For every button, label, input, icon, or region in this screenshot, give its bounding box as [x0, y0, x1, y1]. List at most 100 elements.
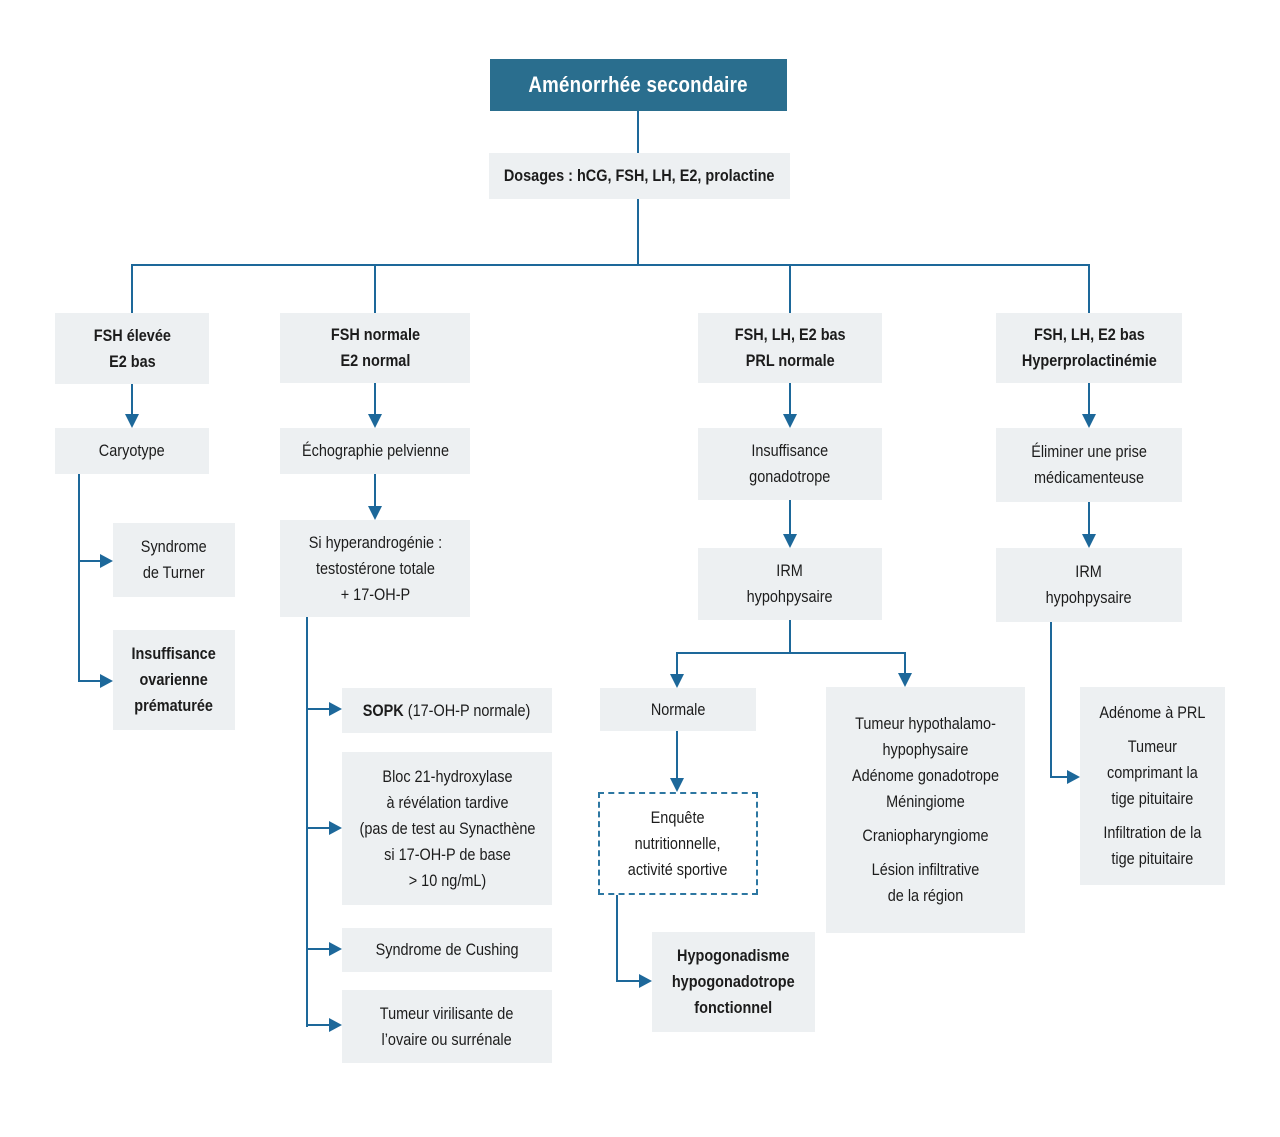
irm-col4-text: IRM hypohpysaire	[1046, 559, 1132, 611]
connector-irm4-adenome-bar	[1051, 776, 1068, 778]
text-line: ovarienne	[139, 670, 209, 689]
node-echographie: Échographie pelvienne	[280, 428, 470, 474]
text-line: hypohpysaire	[1046, 588, 1132, 607]
text-line: tige pituitaire	[1111, 849, 1194, 868]
node-fsh-elevee: FSH élevée E2 bas	[55, 313, 209, 384]
text-line: prématurée	[134, 696, 214, 715]
connector-irm3-split-stem	[789, 620, 791, 654]
irm-col3-text: IRM hypohpysaire	[747, 558, 833, 610]
text-line: Adénome gonadotrope	[851, 766, 1000, 785]
arrow-tumeur-virilisante-stem	[307, 1024, 330, 1026]
text-line: comprimant la	[1107, 763, 1198, 782]
fsh-normale-text: FSH normale E2 normal	[330, 322, 419, 374]
connector-irm3-split-bar	[676, 652, 906, 654]
arrow-normale-stem	[676, 652, 678, 674]
text-line: IRM	[1075, 562, 1103, 581]
arrow-hypogonadisme-head	[639, 974, 652, 988]
text-line: Insuffisance	[751, 441, 829, 460]
text-line: IRM	[776, 561, 804, 580]
text-line: testostérone totale	[315, 558, 435, 578]
text-line: si 17-OH-P de base	[383, 844, 511, 864]
node-normale: Normale	[600, 688, 756, 731]
arrow-eliminer-irm-head	[1082, 534, 1096, 548]
connector-bus	[131, 264, 1090, 266]
node-syndrome-turner: Syndrome de Turner	[113, 523, 235, 597]
sopk-text: SOPK (17-OH-P normale)	[363, 698, 531, 724]
arrow-cushing-head	[329, 942, 342, 956]
text-line: Hypogonadisme	[677, 946, 790, 965]
connector-drop-col4	[1088, 264, 1090, 313]
arrow-echo-hyperandro-stem	[374, 474, 376, 506]
arrow-col2-echo-head	[368, 414, 382, 428]
sopk-rest: (17-OH-P normale)	[404, 700, 531, 720]
fsh-elevee-text: FSH élevée E2 bas	[93, 323, 170, 375]
adenome-item: Tumeur comprimant la tige pituitaire	[1099, 734, 1205, 812]
tumeurs-item: Craniopharyngiome	[852, 823, 999, 849]
node-insuffisance-ovarienne: Insuffisance ovarienne prématurée	[113, 630, 235, 730]
arrow-iop-stem	[79, 680, 101, 682]
text-line: Si hyperandrogénie :	[308, 532, 442, 552]
text-line: tige pituitaire	[1111, 789, 1194, 808]
node-irm-col3: IRM hypohpysaire	[698, 548, 882, 620]
text-line: Insuffisance	[131, 644, 217, 663]
tumeurs-item: Lésion infiltrative de la région	[852, 857, 999, 909]
arrow-adenome-head	[1067, 770, 1080, 784]
text-line: l’ovaire ou surrénale	[381, 1029, 513, 1049]
fsh-lh-e2-hyperprl-text: FSH, LH, E2 bas Hyperprolactinémie	[1022, 322, 1157, 374]
arrow-echo-hyperandro-head	[368, 506, 382, 520]
connector-drop-col3	[789, 264, 791, 313]
node-tumeur-virilisante: Tumeur virilisante de l’ovaire ou surrén…	[342, 990, 552, 1063]
arrow-col4-eliminer-head	[1082, 414, 1096, 428]
root-title: Aménorrhée secondaire	[528, 72, 749, 97]
enquete-text: Enquête nutritionnelle, activité sportiv…	[628, 805, 728, 883]
arrow-sopk-head	[329, 702, 342, 716]
text-line: Lésion infiltrative	[871, 860, 980, 879]
arrow-tumeur-virilisante-head	[329, 1018, 342, 1032]
node-irm-col4: IRM hypohpysaire	[996, 548, 1182, 622]
node-hyperandrogenie: Si hyperandrogénie : testostérone totale…	[280, 520, 470, 617]
node-cushing: Syndrome de Cushing	[342, 928, 552, 972]
node-insuffisance-gonadotrope: Insuffisance gonadotrope	[698, 428, 882, 500]
connector-enquete-hypo-bar	[617, 980, 640, 982]
text-line: Tumeur virilisante de	[380, 1003, 514, 1023]
node-dosages: Dosages : hCG, FSH, LH, E2, prolactine	[489, 153, 790, 199]
text-line: Tumeur hypothalamo-	[855, 714, 996, 733]
bloc-21-text: Bloc 21-hydroxylase à révélation tardive…	[359, 764, 535, 894]
tumeurs-item: Tumeur hypothalamo- hypophysaire Adénome…	[852, 711, 999, 815]
connector-irm4-adenome-stem	[1050, 622, 1052, 778]
text-line: activité sportive	[628, 859, 728, 879]
node-bloc-21-hydroxylase: Bloc 21-hydroxylase à révélation tardive…	[342, 752, 552, 905]
connector-drop-col1	[131, 264, 133, 313]
text-line: Bloc 21-hydroxylase	[381, 766, 513, 786]
hyperandrogenie-text: Si hyperandrogénie : testostérone totale…	[308, 530, 441, 608]
turner-text: Syndrome de Turner	[141, 534, 207, 586]
arrow-tumeurs-stem	[904, 652, 906, 673]
arrow-col1-caryotype-stem	[131, 384, 133, 414]
text-line: FSH élevée	[93, 325, 171, 345]
connector-enquete-hypo-stem	[616, 895, 618, 982]
arrow-col2-echo-stem	[374, 383, 376, 414]
arrow-bloc21-head	[329, 821, 342, 835]
cushing-label: Syndrome de Cushing	[375, 940, 519, 959]
arrow-iop-head	[100, 674, 113, 688]
text-line: hypophysaire	[882, 740, 969, 759]
connector-root-dosages	[637, 111, 639, 153]
text-line: Tumeur	[1127, 737, 1178, 756]
connector-caryotype-branch	[78, 474, 80, 682]
insuffisance-ovarienne-text: Insuffisance ovarienne prématurée	[132, 641, 216, 719]
text-line: Craniopharyngiome	[862, 826, 989, 845]
arrow-col3-insuffisance-stem	[789, 383, 791, 414]
text-line: nutritionnelle,	[635, 833, 721, 853]
adenome-item: Adénome à PRL	[1099, 700, 1205, 726]
text-line: FSH normale	[330, 325, 420, 344]
arrow-col1-caryotype-head	[125, 414, 139, 428]
node-fsh-normale: FSH normale E2 normal	[280, 313, 470, 383]
text-line: hypogonadotrope	[672, 972, 795, 991]
text-line: FSH, LH, E2 bas	[734, 325, 846, 344]
text-line: Hyperprolactinémie	[1021, 351, 1157, 370]
node-fsh-lh-e2-prl: FSH, LH, E2 bas PRL normale	[698, 313, 882, 383]
text-line: Enquête	[651, 807, 705, 827]
connector-hyperandro-branch	[306, 617, 308, 1027]
node-hypogonadisme: Hypogonadisme hypogonadotrope fonctionne…	[652, 932, 815, 1032]
